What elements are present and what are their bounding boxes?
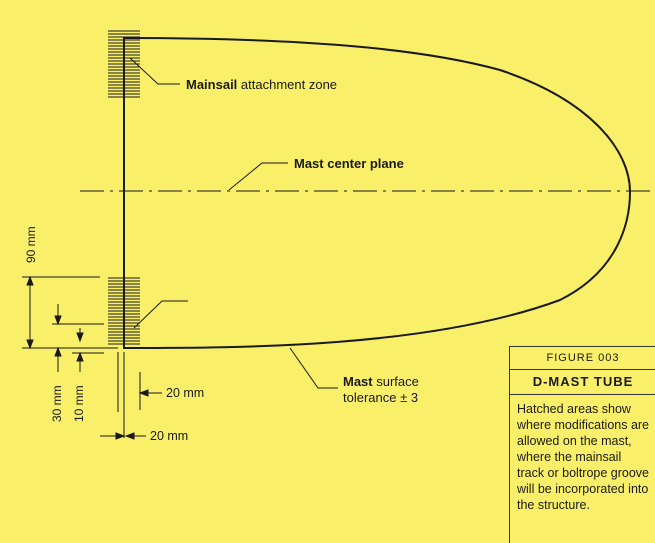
dim-20-bottom <box>100 432 146 440</box>
dim-90 <box>22 275 118 350</box>
figure-title: D-MAST TUBE <box>510 370 655 395</box>
mainsail-label: Mainsail attachment zone <box>186 77 338 92</box>
dim-30 <box>52 304 104 372</box>
tolerance-label: tolerance ± 3 <box>343 390 419 405</box>
dim-10-label: 10 mm <box>72 385 86 422</box>
mast-surface-label: Mast surface <box>343 374 419 389</box>
center-plane-leader <box>228 162 288 191</box>
figure-number: FIGURE 003 <box>510 347 655 370</box>
mainsail-leader <box>129 57 180 85</box>
dim-10 <box>72 328 104 372</box>
dim-20-bottom-label: 20 mm <box>150 429 189 443</box>
mast-outline <box>123 36 632 350</box>
surface-leader <box>289 347 338 389</box>
center-plane-label: Mast center plane <box>294 156 404 171</box>
dim-30-label: 30 mm <box>50 385 64 422</box>
dim-20-right <box>117 352 162 438</box>
dim-90-label: 90 mm <box>24 226 38 263</box>
dim-20-right-label: 20 mm <box>166 386 205 400</box>
lower-hatch-leader <box>133 300 188 329</box>
figure-description: Hatched areas show where modifications a… <box>517 402 650 512</box>
figure-card: FIGURE 003 D-MAST TUBE Hatched areas sho… <box>509 346 655 543</box>
